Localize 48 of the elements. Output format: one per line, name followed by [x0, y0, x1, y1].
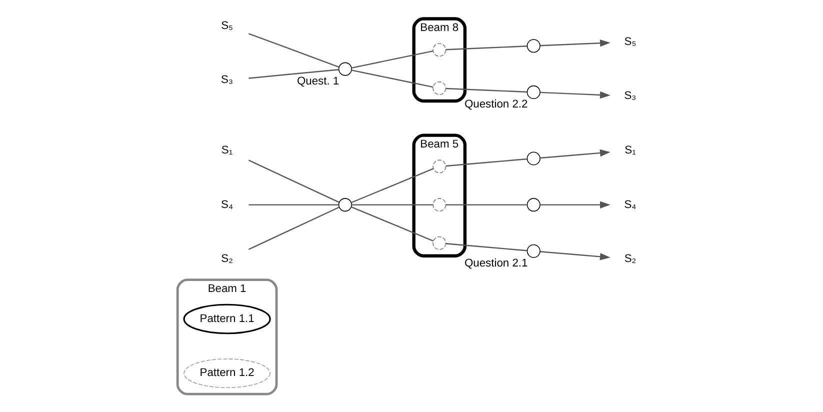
connector	[446, 46, 528, 50]
node-label: Quest. 1	[296, 75, 340, 88]
node-text: S₄	[624, 198, 636, 211]
connector	[446, 243, 528, 252]
node-text: S₃	[624, 90, 636, 102]
node-circle	[338, 198, 352, 212]
arrow	[540, 149, 610, 159]
node-circle	[432, 81, 446, 95]
connector	[248, 160, 340, 203]
node-circle	[526, 198, 540, 212]
node-text: S₃	[221, 74, 234, 86]
connector	[248, 69, 339, 79]
node-circle	[432, 198, 446, 212]
node-circle	[432, 43, 446, 57]
connector	[351, 206, 434, 242]
node-circle	[526, 244, 540, 258]
connector	[351, 168, 434, 204]
node-text: S₅	[221, 20, 234, 32]
connector	[446, 204, 528, 206]
node-text: S₁	[221, 144, 233, 156]
node-circle	[432, 236, 446, 250]
cluster: Beam 5	[412, 134, 467, 258]
arrow	[540, 251, 610, 260]
node-text: S₅	[624, 36, 636, 48]
arrow	[540, 40, 610, 47]
connector	[352, 204, 433, 206]
node-ellipse: Pattern 1.1	[183, 304, 271, 334]
node-ellipse: Pattern 1.2	[184, 358, 270, 388]
node-circle	[526, 152, 540, 166]
connector	[248, 204, 339, 206]
node-text: S₄	[221, 198, 234, 211]
node-text: S₁	[624, 144, 636, 156]
node-text: S₂	[221, 253, 233, 266]
node-circle	[338, 62, 352, 76]
connector	[351, 70, 434, 88]
arrow	[540, 91, 610, 99]
connector	[248, 33, 340, 68]
node-label: Question 2.1	[464, 257, 528, 270]
node-circle	[526, 39, 540, 53]
arrow	[540, 201, 610, 208]
connector	[446, 88, 528, 93]
node-text: S₂	[624, 253, 636, 266]
node-circle	[526, 85, 540, 99]
node-label: Question 2.2	[464, 98, 528, 111]
connector	[248, 206, 340, 250]
connector	[446, 158, 528, 167]
node-circle	[432, 160, 446, 174]
connector	[351, 50, 434, 68]
